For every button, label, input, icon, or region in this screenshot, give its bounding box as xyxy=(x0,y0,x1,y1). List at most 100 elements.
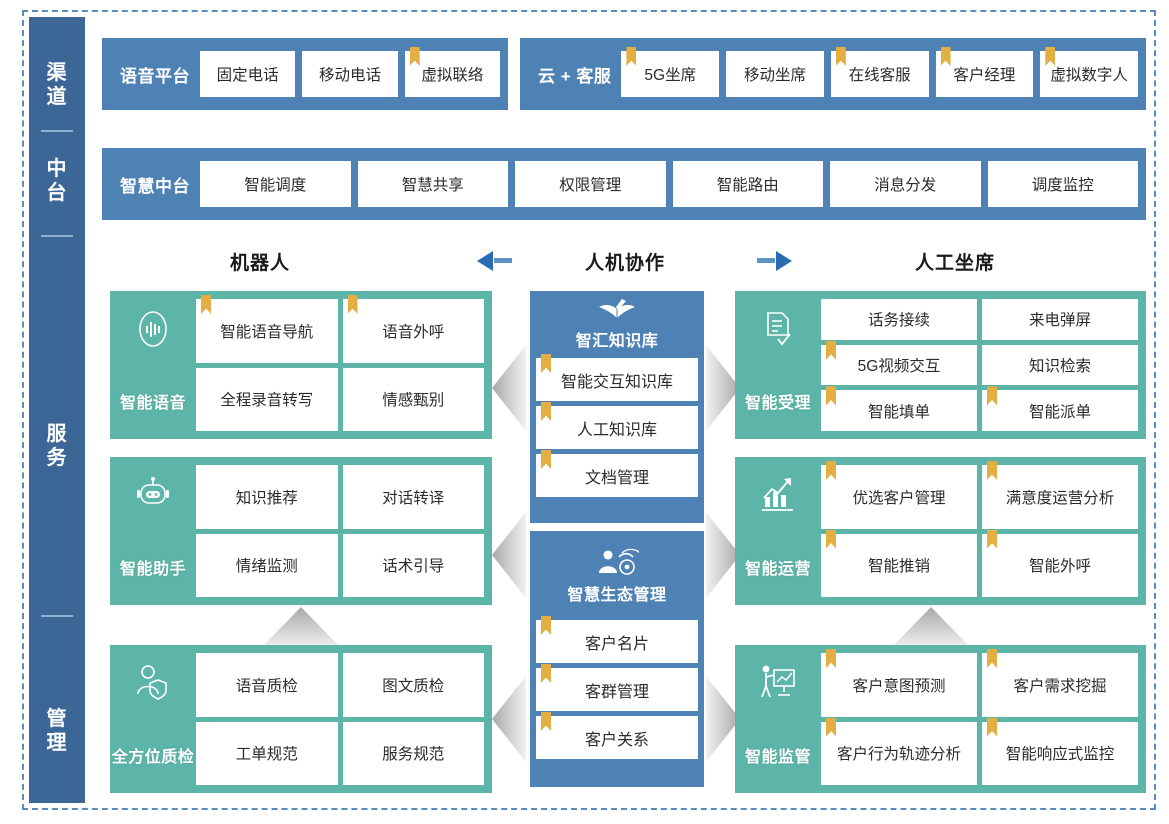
platform-cell[interactable]: 调度监控 xyxy=(987,161,1138,207)
cell-label: 虚拟联络 xyxy=(421,67,484,84)
arrow-right-icon xyxy=(757,251,792,271)
item-label: 客户意图预测 xyxy=(852,677,946,695)
sidebar-item-service[interactable]: 服 务 xyxy=(29,422,85,470)
group-item[interactable]: 智能填单 xyxy=(821,390,977,431)
center-box-title: 智汇知识库 xyxy=(575,333,659,350)
item-label: 客户关系 xyxy=(584,731,649,749)
group-item[interactable]: 来电弹屏 xyxy=(982,299,1138,340)
group-name: 全方位质检 xyxy=(111,748,195,766)
group-full-quality-inspection: 全方位质检 语音质检 图文质检 工单规范 服务规范 xyxy=(110,645,492,793)
group-item[interactable]: 客户需求挖掘 xyxy=(982,653,1138,717)
item-label: 文档管理 xyxy=(584,469,649,487)
chevron-left-icon-2 xyxy=(492,512,526,598)
channel-cell[interactable]: 虚拟数字人 xyxy=(1040,51,1138,97)
group-item[interactable]: 智能派单 xyxy=(982,390,1138,431)
group-item[interactable]: 智能语音导航 xyxy=(196,299,338,363)
item-label: 情感甄别 xyxy=(382,392,445,410)
group-name: 智能助手 xyxy=(119,560,187,578)
group-item[interactable]: 智能响应式监控 xyxy=(982,721,1138,785)
cell-label: 客户经理 xyxy=(953,67,1016,84)
group-item[interactable]: 服务规范 xyxy=(342,721,484,785)
sidebar-label-char: 管 xyxy=(46,708,68,730)
channel-cell[interactable]: 移动电话 xyxy=(302,51,398,97)
group-item[interactable]: 知识检索 xyxy=(982,344,1138,386)
cloud-service-band: 云 + 客服 5G坐席 移动坐席 在线客服 客户经理 虚拟数字人 xyxy=(520,38,1146,110)
growth-chart-icon xyxy=(762,478,793,512)
channel-cell[interactable]: 在线客服 xyxy=(830,51,929,97)
heading-human-agent: 人工坐席 xyxy=(914,253,995,274)
item-label: 智能语音导航 xyxy=(220,323,314,341)
item-label: 图文质检 xyxy=(382,677,445,695)
platform-cell[interactable]: 智能调度 xyxy=(200,161,351,207)
channel-cell[interactable]: 客户经理 xyxy=(935,51,1034,97)
sidebar-item-management[interactable]: 管 理 xyxy=(29,707,85,755)
platform-cell[interactable]: 权限管理 xyxy=(515,161,666,207)
group-items: 语音质检 图文质检 工单规范 服务规范 xyxy=(196,645,492,793)
platform-cell[interactable]: 消息分发 xyxy=(830,161,981,207)
group-item[interactable]: 优选客户管理 xyxy=(821,465,977,529)
group-item[interactable]: 情绪监测 xyxy=(196,533,338,597)
group-name: 智能监管 xyxy=(744,748,812,766)
group-item[interactable]: 话务接续 xyxy=(821,299,977,340)
platform-cell[interactable]: 智能路由 xyxy=(672,161,823,207)
item-label: 对话转译 xyxy=(382,489,445,507)
group-item[interactable]: 工单规范 xyxy=(196,721,338,785)
group-item[interactable]: 话术引导 xyxy=(342,533,484,597)
group-item[interactable]: 全程录音转写 xyxy=(196,367,338,431)
middle-platform-band: 智慧中台 智能调度 智慧共享 权限管理 智能路由 消息分发 调度监控 xyxy=(102,148,1146,220)
sidebar-label-char: 务 xyxy=(46,447,68,469)
group-intelligent-acceptance: 智能受理 话务接续 来电弹屏 5G视频交互 知识检索 智能填单 智能派单 xyxy=(735,291,1146,439)
center-box-knowledge: 智汇知识库 智能交互知识库 人工知识库 文档管理 xyxy=(530,291,704,523)
channel-cell[interactable]: 移动坐席 xyxy=(726,51,824,97)
group-item[interactable]: 知识推荐 xyxy=(196,465,338,529)
group-icon-area: 智能受理 xyxy=(735,291,821,439)
group-icon-area: 智能语音 xyxy=(110,291,196,439)
voice-platform-title: 语音平台 xyxy=(120,66,190,86)
open-book-icon xyxy=(599,299,635,318)
center-box-item[interactable]: 人工知识库 xyxy=(536,406,698,449)
center-box-item[interactable]: 客群管理 xyxy=(536,668,698,711)
platform-cell[interactable]: 智慧共享 xyxy=(357,161,508,207)
channel-cell[interactable]: 虚拟联络 xyxy=(404,51,500,97)
sidebar-label-char: 渠 xyxy=(46,62,68,84)
sidebar-divider xyxy=(41,235,73,237)
middle-platform-cells: 智能调度 智慧共享 权限管理 智能路由 消息分发 调度监控 xyxy=(200,161,1138,207)
group-items: 话务接续 来电弹屏 5G视频交互 知识检索 智能填单 智能派单 xyxy=(821,291,1146,439)
center-box-item[interactable]: 客户名片 xyxy=(536,620,698,663)
center-box-item[interactable]: 文档管理 xyxy=(536,454,698,497)
group-item[interactable]: 满意度运营分析 xyxy=(982,465,1138,529)
sidebar-divider xyxy=(41,130,73,132)
group-intelligent-operation: 智能运营 优选客户管理 满意度运营分析 智能推销 智能外呼 xyxy=(735,457,1146,605)
sidebar-label-char: 道 xyxy=(46,86,68,108)
chevron-right-icon-1 xyxy=(706,345,740,431)
document-check-icon xyxy=(767,312,791,346)
group-item[interactable]: 语音外呼 xyxy=(342,299,484,363)
center-box-item[interactable]: 智能交互知识库 xyxy=(536,358,698,401)
group-item[interactable]: 情感甄别 xyxy=(342,367,484,431)
group-item[interactable]: 智能外呼 xyxy=(982,533,1138,597)
item-label: 客户行为轨迹分析 xyxy=(836,746,961,764)
center-box-item[interactable]: 客户关系 xyxy=(536,716,698,759)
group-item[interactable]: 客户行为轨迹分析 xyxy=(821,721,977,785)
sidebar-item-middle-platform[interactable]: 中 台 xyxy=(29,157,85,205)
item-label: 服务规范 xyxy=(382,746,445,764)
person-network-icon xyxy=(599,548,639,575)
group-item[interactable]: 图文质检 xyxy=(342,653,484,717)
item-label: 语音外呼 xyxy=(382,323,445,341)
group-item[interactable]: 5G视频交互 xyxy=(821,344,977,386)
group-item[interactable]: 智能推销 xyxy=(821,533,977,597)
diagram-outer-frame xyxy=(22,10,1156,810)
upward-arrow-left xyxy=(262,607,340,647)
group-icon-area: 全方位质检 xyxy=(110,645,196,793)
item-label: 5G视频交互 xyxy=(857,357,941,375)
center-box-ecosystem: 智慧生态管理 客户名片 客群管理 客户关系 xyxy=(530,531,704,787)
sidebar-item-channel[interactable]: 渠 道 xyxy=(29,61,85,109)
group-item[interactable]: 语音质检 xyxy=(196,653,338,717)
sidebar-label-char: 中 xyxy=(46,158,68,180)
channel-cell[interactable]: 5G坐席 xyxy=(621,51,720,97)
center-box-title: 智慧生态管理 xyxy=(567,587,667,604)
channel-cell[interactable]: 固定电话 xyxy=(200,51,296,97)
group-item[interactable]: 对话转译 xyxy=(342,465,484,529)
cell-label: 移动坐席 xyxy=(743,67,806,84)
group-item[interactable]: 客户意图预测 xyxy=(821,653,977,717)
